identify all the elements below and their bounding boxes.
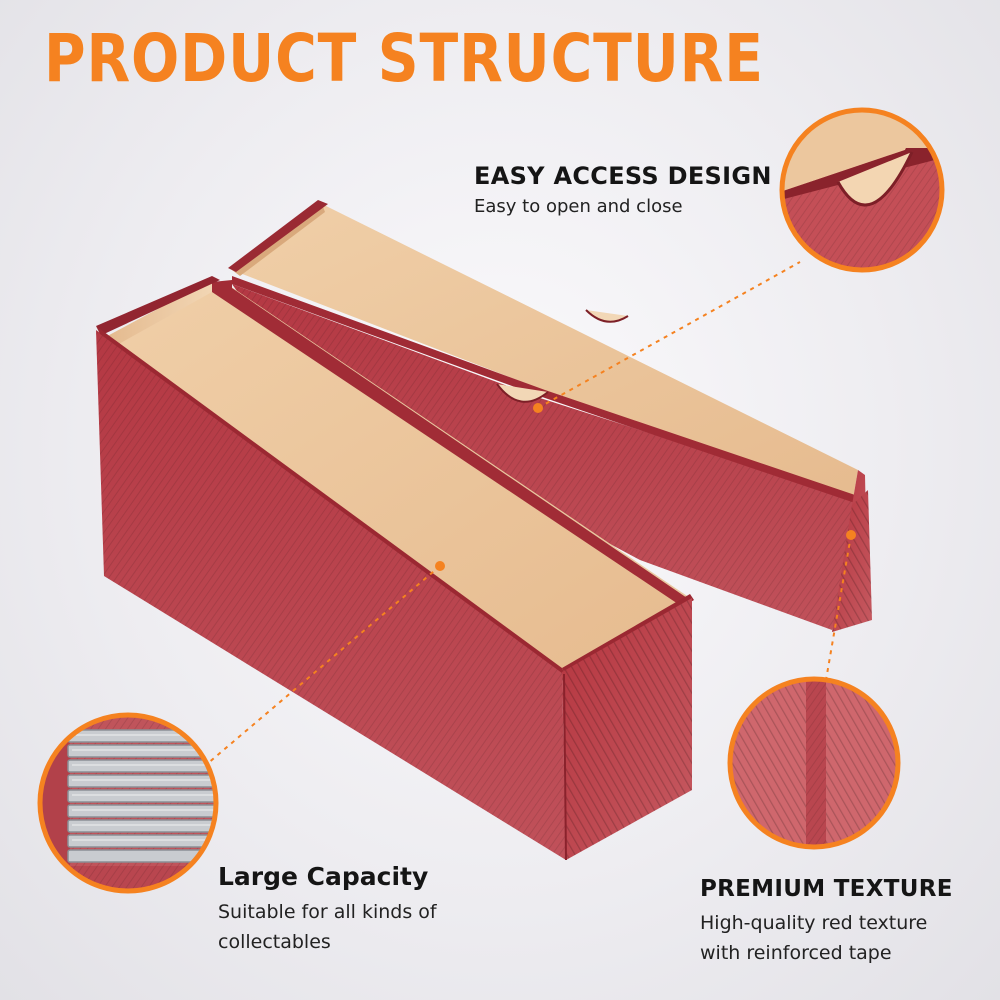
zoom-circle-large-capacity — [37, 712, 219, 894]
callout-large-capacity-heading: Large Capacity — [218, 862, 429, 891]
callout-leaders — [199, 261, 852, 771]
callout-premium-texture-line-2: with reinforced tape — [700, 942, 892, 964]
callout-large-capacity: Large Capacity Suitable for all kinds of… — [218, 862, 437, 957]
callout-large-capacity-line-2: collectables — [218, 931, 331, 953]
zoom-circle-easy-access — [779, 107, 945, 273]
zoom-circle-premium-texture — [727, 676, 901, 850]
callout-large-capacity-line-1: Suitable for all kinds of — [218, 901, 437, 923]
callout-easy-access-line-1: Easy to open and close — [474, 196, 683, 217]
callout-premium-texture-line-1: High-quality red texture — [700, 912, 928, 934]
callout-easy-access: EASY ACCESS DESIGN Easy to open and clos… — [474, 162, 772, 217]
callout-dot-premium-texture — [846, 530, 856, 540]
callout-premium-texture-heading: PREMIUM TEXTURE — [700, 876, 953, 902]
callout-dot-easy-access — [533, 403, 543, 413]
front-box — [96, 276, 694, 861]
callout-easy-access-heading: EASY ACCESS DESIGN — [474, 162, 772, 190]
callout-premium-texture: PREMIUM TEXTURE High-quality red texture… — [700, 876, 953, 968]
callout-dot-large-capacity — [435, 561, 445, 571]
page-title: PRODUCT STRUCTURE — [44, 20, 764, 97]
